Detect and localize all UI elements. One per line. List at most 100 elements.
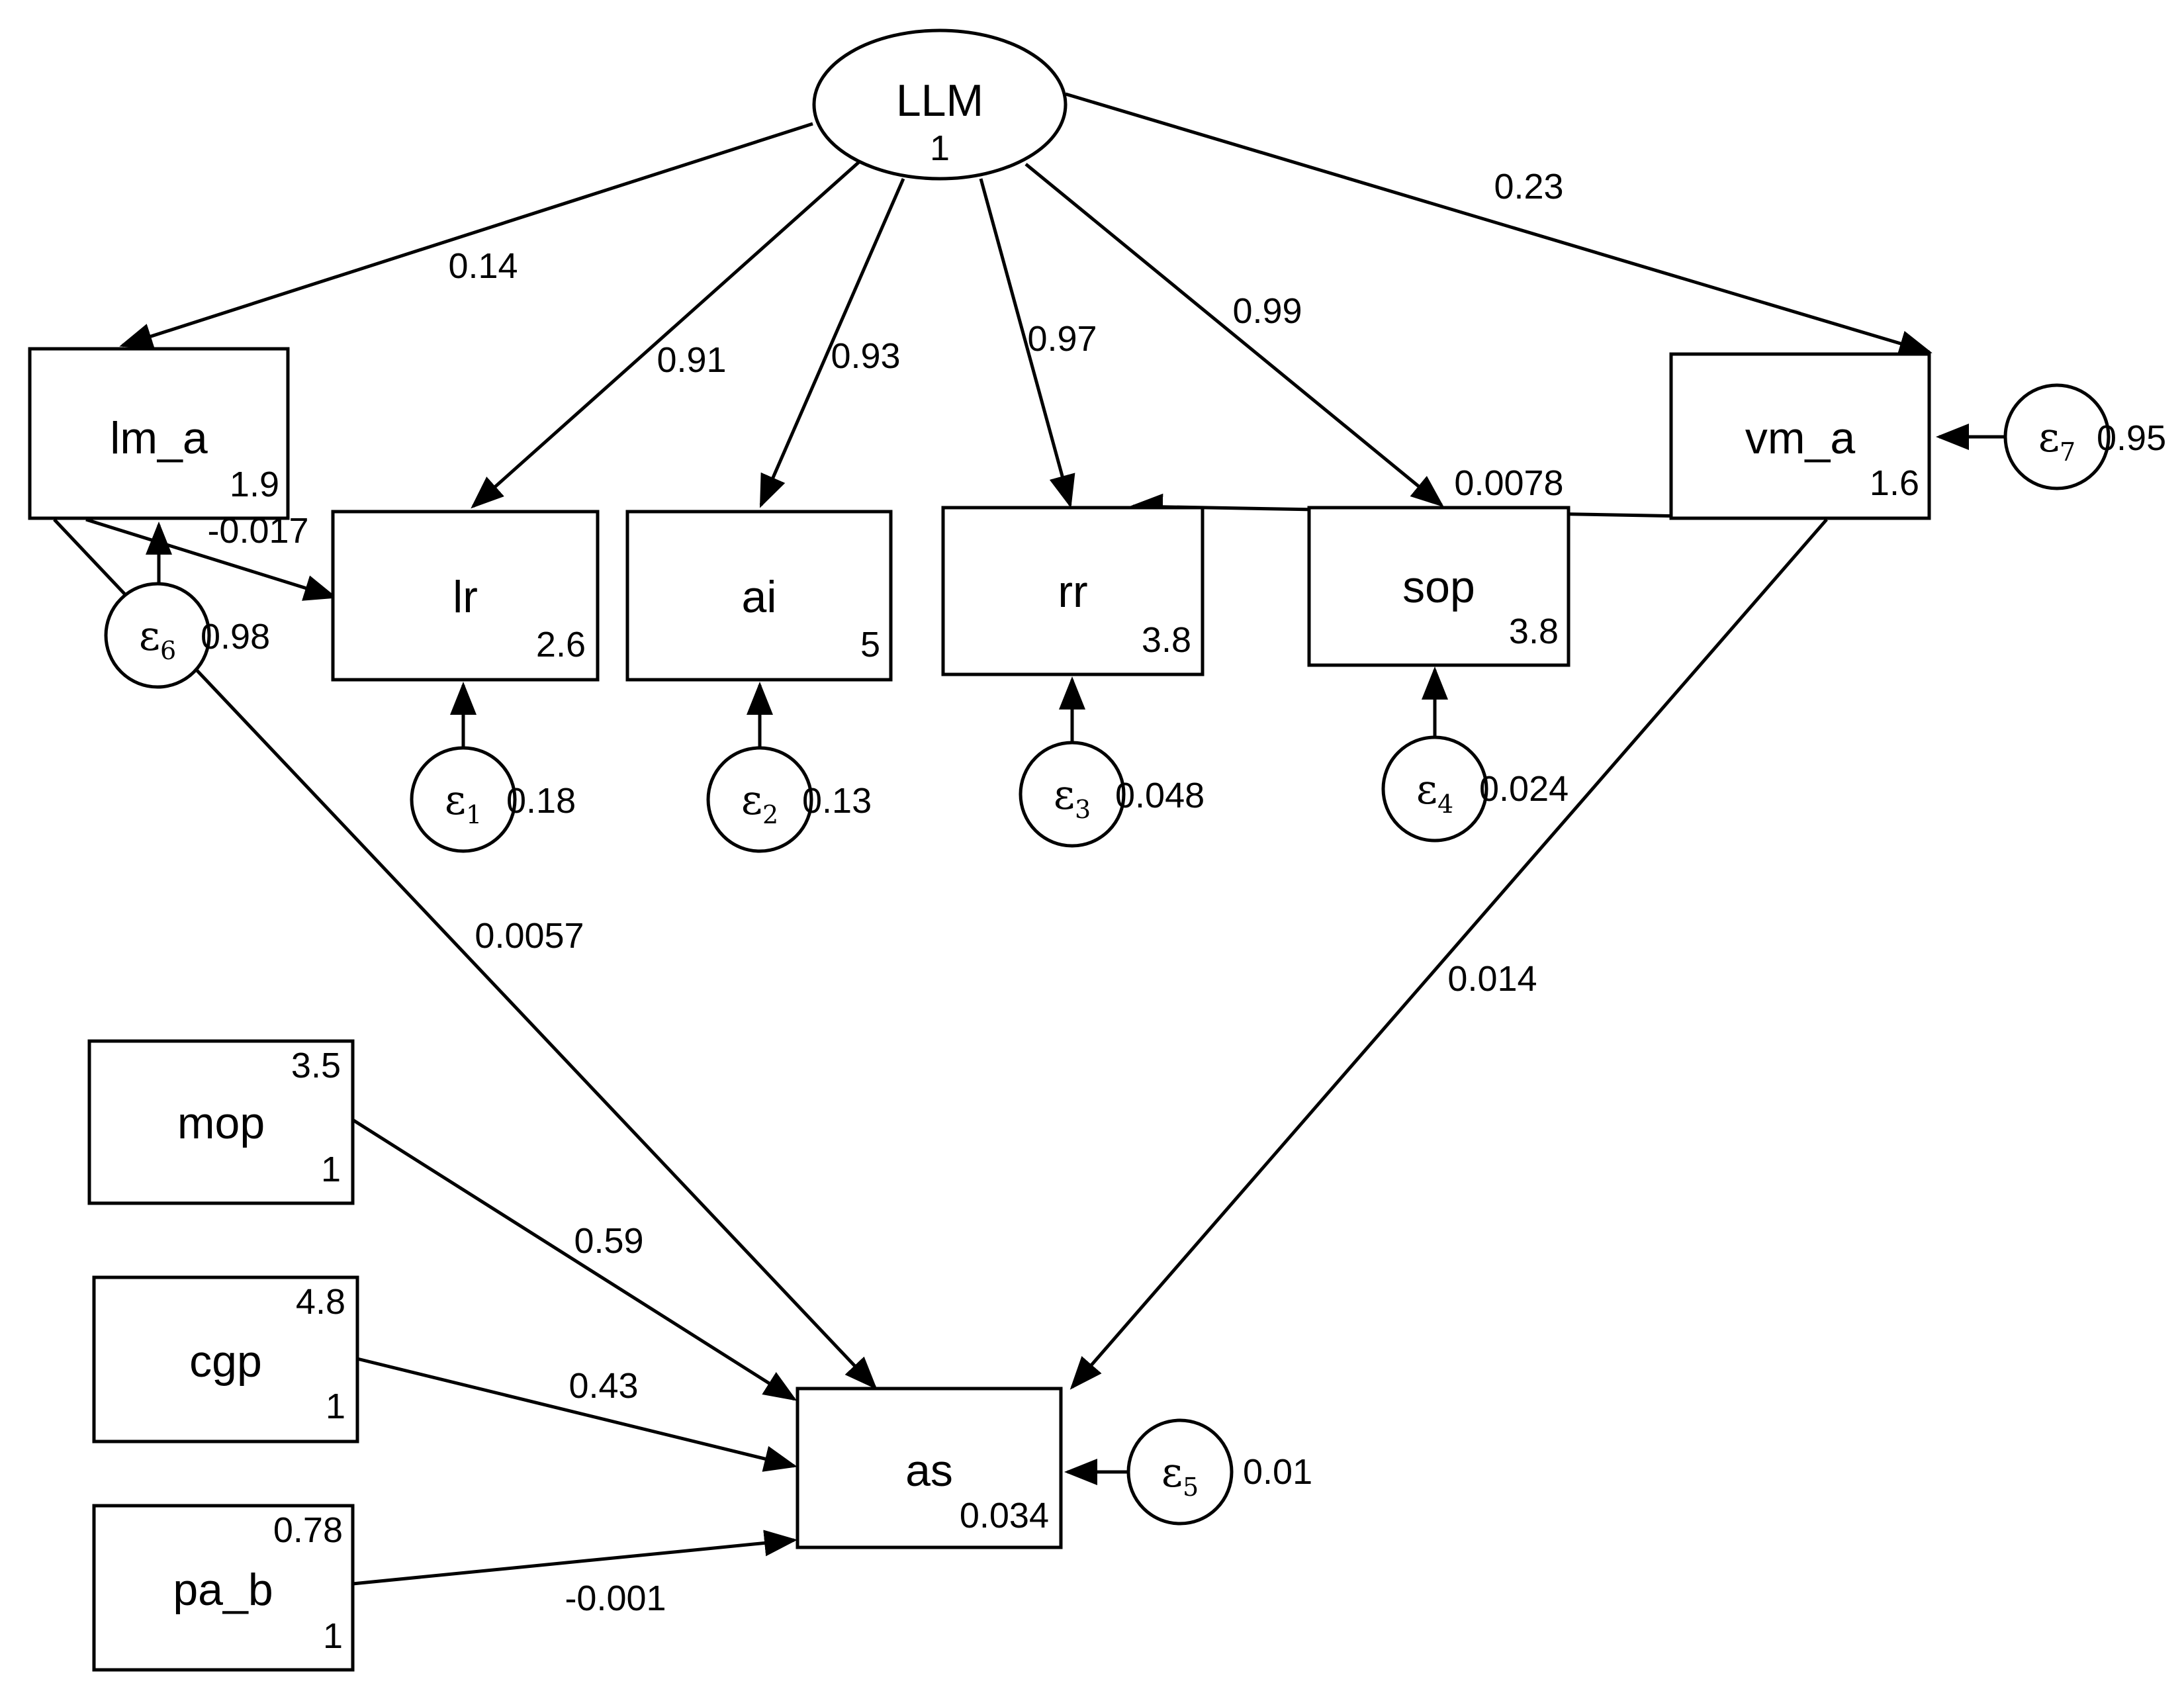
intercept-rr: 3.8: [1142, 620, 1191, 660]
path-llm-vm-a: [1065, 92, 1933, 357]
var-name-as: as: [905, 1445, 953, 1496]
error-symbol-e3: ε: [1054, 770, 1075, 819]
coef-vm-a-rr: 0.0078: [1454, 463, 1563, 503]
path-llm-rr: [979, 178, 1075, 508]
variance-pa-b: 1: [323, 1616, 343, 1656]
error-label-e4: ε4: [1416, 765, 1453, 819]
error-e1: ε1 0.18: [410, 746, 576, 853]
error-circle-e4: [1381, 735, 1488, 843]
error-label-e3: ε3: [1054, 770, 1091, 824]
var-name-sop: sop: [1402, 562, 1475, 612]
latent-variance: 1: [930, 128, 950, 168]
intercept-sop: 3.8: [1509, 612, 1559, 651]
variance-mop: 1: [321, 1150, 341, 1189]
mean-mop: 3.5: [291, 1046, 341, 1085]
error-symbol-e2: ε: [741, 776, 762, 824]
error-index-e5: 5: [1183, 1473, 1199, 1502]
error-circle-e6: [104, 582, 211, 689]
var-name-cgp: cgp: [189, 1336, 262, 1387]
coef-vm-a-as: 0.014: [1447, 959, 1537, 999]
latent-name: LLM: [896, 75, 983, 126]
box-lr: [331, 510, 600, 682]
box-mop: [87, 1039, 355, 1205]
box-pa-b: [92, 1504, 355, 1672]
coef-cgp-as: 0.43: [569, 1366, 638, 1406]
node-rr: rr 3.8: [941, 506, 1205, 676]
error-index-e1: 1: [466, 800, 482, 829]
error-label-e5: ε5: [1161, 1448, 1199, 1502]
path-llm-lr: [471, 160, 862, 509]
error-e4: ε4 0.024: [1381, 735, 1569, 843]
error-index-e2: 2: [762, 800, 778, 829]
error-variance-e2: 0.13: [802, 781, 872, 821]
box-ai: [625, 510, 893, 682]
node-sop: sop 3.8: [1307, 506, 1570, 667]
error-index-e4: 4: [1437, 790, 1453, 819]
coef-lm-a-as: 0.0057: [475, 916, 584, 956]
error-variance-e1: 0.18: [506, 781, 576, 821]
coef-llm-ai: 0.93: [831, 336, 900, 376]
error-symbol-e6: ε: [139, 612, 160, 660]
intercept-vm-a: 1.6: [1870, 463, 1919, 503]
var-name-vm-a: vm_a: [1745, 413, 1855, 463]
error-symbol-e4: ε: [1416, 765, 1437, 813]
error-symbol-e1: ε: [445, 776, 466, 824]
coefficients: 0.14 0.91 0.93 0.97 0.99 0.23 -0.017 0.0…: [207, 167, 1563, 1618]
error-e2: ε2 0.13: [706, 746, 872, 853]
intercept-as: 0.034: [960, 1496, 1049, 1535]
path-mop-as: [351, 1118, 797, 1401]
coef-llm-lm-a: 0.14: [448, 246, 518, 286]
node-ai: ai 5: [625, 510, 893, 682]
box-lm-a: [28, 347, 290, 520]
var-name-ai: ai: [742, 572, 777, 622]
error-variance-e6: 0.98: [201, 617, 270, 657]
error-label-e2: ε2: [741, 776, 778, 829]
var-name-lr: lr: [453, 572, 478, 622]
error-e3: ε3 0.048: [1019, 741, 1205, 848]
node-lr: lr 2.6: [331, 510, 600, 682]
error-e6: ε6 0.98: [104, 582, 270, 689]
box-as: [796, 1387, 1063, 1549]
error-symbol-e5: ε: [1161, 1448, 1183, 1496]
error-label-e7: ε7: [2038, 413, 2075, 467]
error-e7: ε7 0.95: [2003, 383, 2166, 490]
var-name-lm-a: lm_a: [110, 413, 208, 463]
path-llm-sop: [1024, 163, 1444, 508]
error-circle-e2: [706, 746, 813, 853]
error-index-e6: 6: [160, 636, 176, 665]
intercept-lm-a: 1.9: [230, 465, 279, 504]
path-cgp-as: [357, 1357, 797, 1472]
error-circle-e7: [2003, 383, 2111, 490]
node-lm-a: lm_a 1.9: [28, 347, 290, 520]
latent-llm: LLM 1: [812, 28, 1068, 181]
coef-llm-lr: 0.91: [657, 340, 726, 380]
coef-llm-vm-a: 0.23: [1494, 167, 1563, 206]
coef-pa-b-as: -0.001: [565, 1579, 666, 1618]
coef-lm-a-lr: -0.017: [207, 511, 308, 551]
var-name-pa-b: pa_b: [173, 1565, 273, 1615]
node-mop: mop 3.5 1: [87, 1039, 355, 1205]
box-rr: [941, 506, 1205, 676]
path-llm-ai: [759, 178, 905, 508]
error-circle-e1: [410, 746, 517, 853]
intercept-lr: 2.6: [536, 625, 586, 664]
coef-llm-sop: 0.99: [1232, 291, 1302, 331]
error-variance-e3: 0.048: [1115, 776, 1205, 815]
var-name-mop: mop: [177, 1098, 265, 1148]
path-vm-a-as: [1069, 518, 1828, 1390]
error-label-e6: ε6: [139, 612, 176, 665]
error-circle-e3: [1019, 741, 1126, 848]
variance-cgp: 1: [326, 1387, 345, 1426]
error-variance-e5: 0.01: [1243, 1452, 1312, 1492]
var-name-rr: rr: [1058, 567, 1087, 617]
error-index-e7: 7: [2060, 437, 2075, 467]
error-circle-e5: [1126, 1418, 1234, 1526]
error-variance-e7: 0.95: [2097, 418, 2166, 458]
latent-oval: [812, 28, 1068, 181]
node-cgp: cgp 4.8 1: [92, 1275, 359, 1443]
box-cgp: [92, 1275, 359, 1443]
node-pa-b: pa_b 0.78 1: [92, 1504, 355, 1672]
error-symbol-e7: ε: [2038, 413, 2060, 461]
mean-cgp: 4.8: [296, 1282, 345, 1322]
